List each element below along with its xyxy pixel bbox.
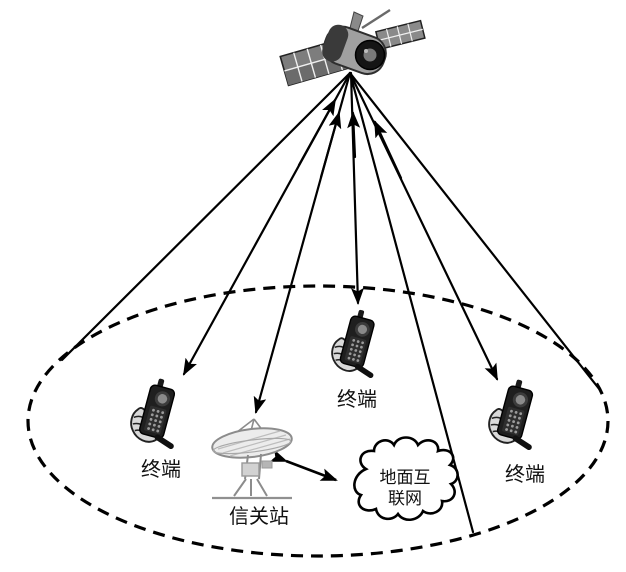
beam-edge-left <box>60 71 352 362</box>
uplink-arrow-terminal-left <box>297 98 337 167</box>
downlink-arrow-terminal-middle <box>349 71 365 305</box>
uplink-arrow-gateway <box>319 111 342 179</box>
terminal-right-node: 终端 <box>487 376 545 486</box>
gateway-internet-arrow <box>269 449 338 482</box>
dish-antenna-icon <box>209 417 295 500</box>
phone-terminal-icon <box>330 306 379 381</box>
uplink-arrow-terminal-middle <box>347 111 361 159</box>
gateway-station-node: 信关站 <box>209 417 295 528</box>
ground-internet-label-line1: 地面互 <box>380 468 431 488</box>
phone-terminal-icon <box>129 375 179 452</box>
coverage-ellipse <box>26 284 610 558</box>
terminal-left-label: 终端 <box>141 457 181 481</box>
terminal-middle-node: 终端 <box>330 306 379 411</box>
ground-internet-node: 地面互 联网 <box>353 436 459 521</box>
terminal-left-node: 终端 <box>129 375 181 481</box>
terminal-middle-label: 终端 <box>337 387 377 411</box>
phone-terminal-icon <box>487 376 537 453</box>
cloud-icon <box>353 436 459 521</box>
ground-internet-label-line2: 联网 <box>388 489 422 509</box>
terminal-right-label: 终端 <box>505 462 545 486</box>
satellite-icon <box>279 8 426 87</box>
satellite-ground-links <box>182 71 499 414</box>
gateway-station-label: 信关站 <box>229 504 289 528</box>
beam-edge-right <box>348 71 602 392</box>
uplink-arrow-terminal-right <box>373 120 403 180</box>
